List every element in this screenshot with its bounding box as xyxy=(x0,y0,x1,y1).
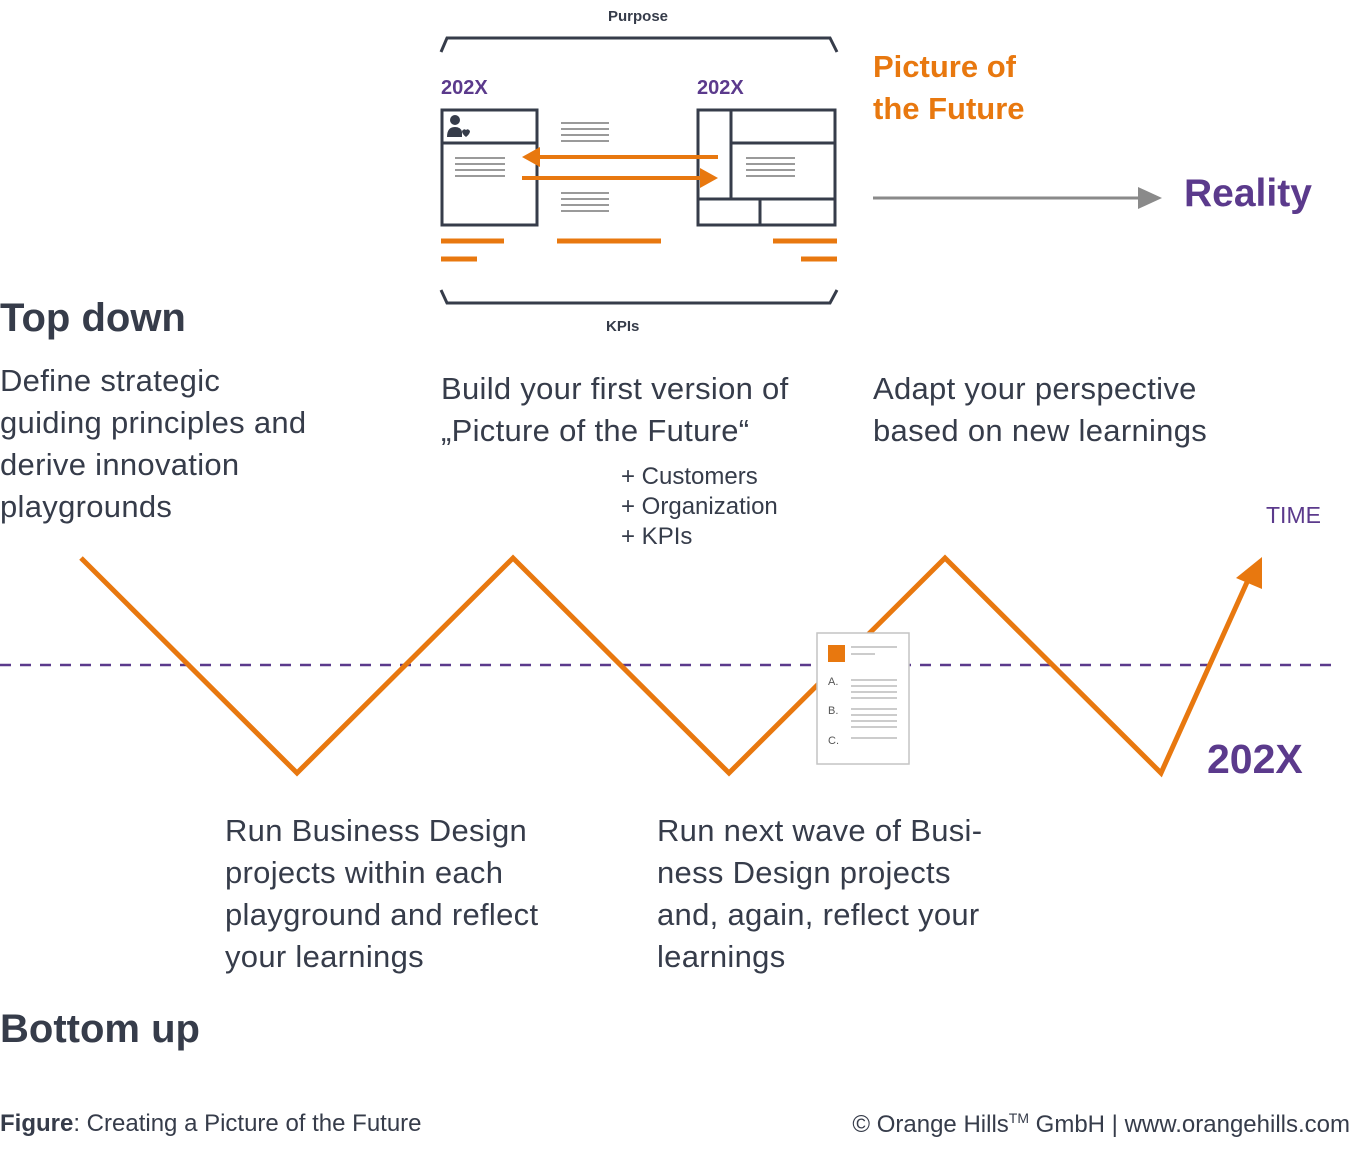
kpis-bracket xyxy=(439,289,839,305)
run-next-wave-line: learnings xyxy=(657,939,786,974)
middle-text-lines xyxy=(561,122,609,212)
figure-caption-bold: Figure xyxy=(0,1110,74,1137)
trademark-mark: TM xyxy=(1008,1110,1029,1126)
right-canvas-box xyxy=(696,108,837,227)
figure-caption-text: : Creating a Picture of the Future xyxy=(73,1110,422,1137)
left-canvas-box xyxy=(440,108,539,227)
copyright-post: GmbH | www.orangehills.com xyxy=(1029,1111,1350,1138)
bullet-item: + Customers xyxy=(621,463,758,490)
copyright-pre: © Orange Hills xyxy=(852,1111,1009,1138)
purpose-bracket xyxy=(439,36,839,53)
reality-arrow xyxy=(873,187,1162,209)
build-version-text: Build your first version of „Picture of … xyxy=(441,368,789,452)
top-down-text: Define strategic guiding principles and … xyxy=(0,360,306,528)
exchange-arrows xyxy=(522,147,718,188)
document-icon: A. B. C. xyxy=(816,632,910,765)
top-down-line: playgrounds xyxy=(0,489,173,524)
run-next-wave-line: ness Design projects xyxy=(657,855,951,890)
zigzag-path xyxy=(79,554,1251,778)
bullet-item: + KPIs xyxy=(621,523,693,550)
run-projects-line: Run Business Design xyxy=(225,813,528,848)
build-version-line: Build your first version of xyxy=(441,371,789,406)
time-label: TIME xyxy=(1266,502,1321,528)
adapt-perspective-line: Adapt your perspective xyxy=(873,371,1197,406)
top-down-title: Top down xyxy=(0,296,186,340)
kpis-label: KPIs xyxy=(606,318,640,335)
run-next-wave-line: Run next wave of Busi- xyxy=(657,813,983,848)
kpi-bars xyxy=(441,238,837,262)
doc-item-a: A. xyxy=(828,676,838,688)
run-projects-text: Run Business Design projects within each… xyxy=(225,810,538,978)
adapt-perspective-line: based on new learnings xyxy=(873,413,1208,448)
run-next-wave-line: and, again, reflect your xyxy=(657,897,980,932)
picture-of-future-line-2: the Future xyxy=(873,91,1025,126)
bottom-up-title: Bottom up xyxy=(0,1007,200,1051)
doc-item-b: B. xyxy=(828,705,838,717)
run-projects-line: projects within each xyxy=(225,855,504,890)
build-version-bullets: + Customers + Organization + KPIs xyxy=(621,462,778,552)
top-down-line: Define strategic xyxy=(0,363,221,398)
adapt-perspective-text: Adapt your perspective based on new lear… xyxy=(873,368,1207,452)
right-year-label: 202X xyxy=(697,77,744,99)
build-version-line: „Picture of the Future“ xyxy=(441,413,750,448)
purpose-label: Purpose xyxy=(608,8,669,25)
top-down-line: guiding principles and xyxy=(0,405,307,440)
run-next-wave-text: Run next wave of Busi- ness Design proje… xyxy=(657,810,982,978)
copyright-notice: © Orange HillsTM GmbH | www.orangehills.… xyxy=(852,1110,1350,1139)
reality-label: Reality xyxy=(1184,172,1312,215)
zigzag-arrowhead xyxy=(1236,557,1262,589)
figure-caption: Figure: Creating a Picture of the Future xyxy=(0,1110,422,1138)
end-year-label: 202X xyxy=(1207,736,1303,782)
top-down-line: derive innovation xyxy=(0,447,240,482)
left-year-label: 202X xyxy=(441,77,488,99)
customer-heart-icon xyxy=(447,115,470,137)
bullet-item: + Organization xyxy=(621,493,778,520)
run-projects-line: playground and reflect xyxy=(225,897,539,932)
picture-of-future-title: Picture of the Future xyxy=(873,46,1025,130)
picture-of-future-line-1: Picture of xyxy=(873,49,1016,84)
doc-item-c: C. xyxy=(828,735,839,747)
run-projects-line: your learnings xyxy=(225,939,424,974)
